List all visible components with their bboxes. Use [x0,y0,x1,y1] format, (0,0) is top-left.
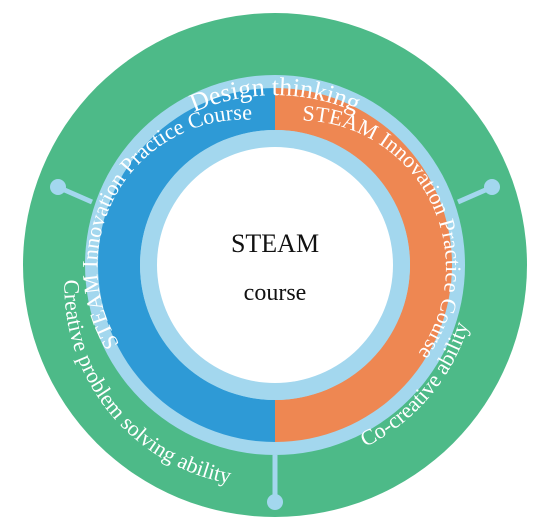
center-subtitle: course [244,280,307,306]
connector-right [456,185,492,205]
connector-node-left [50,179,66,195]
center-title: STEAM [231,229,319,258]
center-circle [157,147,393,383]
connector-node-right [484,179,500,195]
inner-ring [98,88,452,442]
inner-ring-right [275,88,452,442]
inner-ring-left [98,88,275,442]
ring-connectors [50,179,500,510]
connector-left [58,185,94,205]
connector-node-bottom [267,494,283,510]
